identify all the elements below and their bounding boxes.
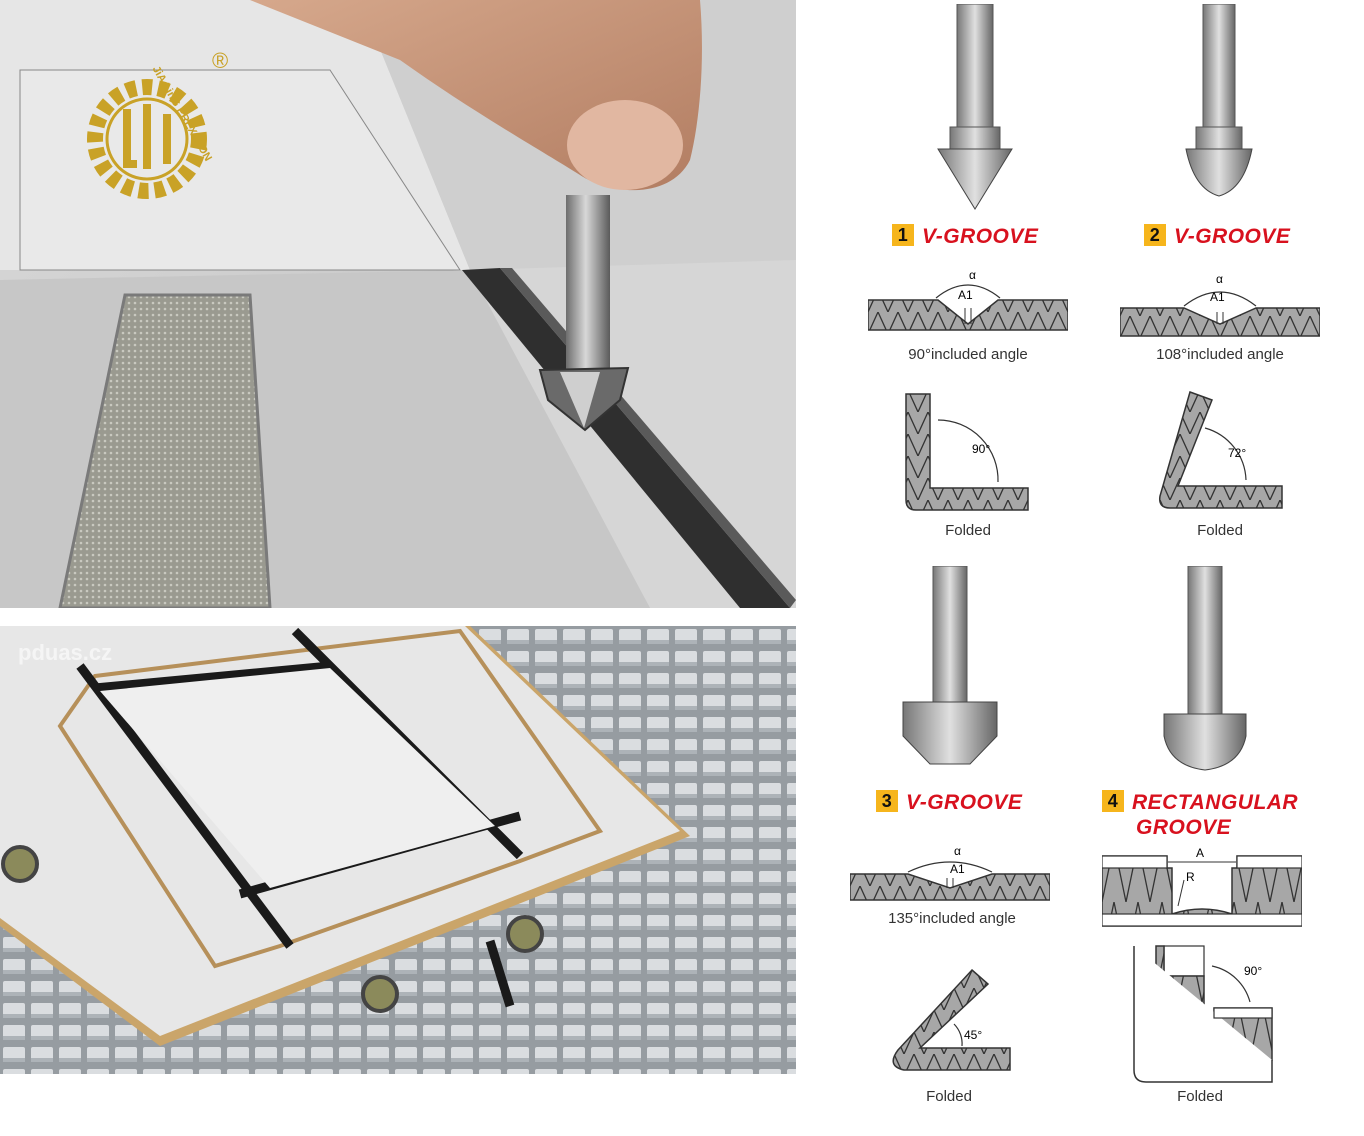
bit-2-title: 2 V-GROOVE — [1144, 224, 1290, 249]
bit-3-fold-caption: Folded — [926, 1088, 972, 1105]
bit-1-label: V-GROOVE — [922, 225, 1039, 248]
bit-2-a1: A1 — [1210, 290, 1225, 304]
bit-4-groove-section: A R — [1102, 844, 1302, 930]
bit-3-fold-angle: 45° — [964, 1028, 983, 1042]
bit-2-fold-caption: Folded — [1197, 522, 1243, 539]
bit-1-fold-angle: 90° — [972, 442, 991, 456]
watermark-text: pduas.cz — [18, 640, 113, 665]
bit-3-a1: A1 — [950, 862, 965, 876]
bit-4-fold-caption: Folded — [1177, 1088, 1223, 1105]
bit-2-fold-section: 72° — [1150, 390, 1290, 516]
bit-4-fold-angle: 90° — [1244, 964, 1263, 978]
bit-4-title-line2: GROOVE — [1136, 816, 1232, 839]
gear-logo-icon — [87, 79, 207, 199]
bit-4-cutter-icon — [1160, 566, 1250, 772]
photo-hand-router-bit: ® JiA LinG PREXISION — [0, 0, 796, 608]
bit-1-angle-caption: 90°included angle — [908, 346, 1028, 363]
bit-3-alpha: α — [954, 844, 961, 858]
bit-4-label-line1: RECTANGULAR — [1132, 791, 1299, 814]
photo-grooved-panel: pduas.cz — [0, 626, 796, 1074]
bit-1-alpha: α — [969, 268, 976, 282]
bit-1-fold-section: 90° — [898, 390, 1038, 516]
bit-4-title: 4 RECTANGULAR — [1102, 790, 1298, 815]
bit-2-angle-caption: 108°included angle — [1156, 346, 1284, 363]
bit-4-number-badge: 4 — [1102, 790, 1124, 812]
bit-2-label: V-GROOVE — [1174, 225, 1291, 248]
bit-3-angle-caption: 135°included angle — [888, 910, 1016, 927]
bit-2-fold-angle: 72° — [1228, 446, 1247, 460]
bit-4-dim-a: A — [1196, 846, 1205, 860]
brand-logo: ® JiA LinG PREXISION — [72, 44, 242, 214]
bit-4-fold-section: 90° — [1130, 944, 1276, 1084]
bit-1-cutter-icon — [930, 4, 1020, 214]
bit-3-label: V-GROOVE — [906, 791, 1023, 814]
bit-1-groove-section: α A1 — [868, 268, 1068, 338]
bit-1-fold-caption: Folded — [945, 522, 991, 539]
bit-3-fold-section: 45° — [884, 966, 1014, 1076]
bit-3-groove-section: α A1 — [850, 842, 1050, 906]
registered-mark: ® — [212, 48, 229, 73]
bit-2-cutter-icon — [1184, 4, 1254, 200]
bit-2-number-badge: 2 — [1144, 224, 1166, 246]
bit-4-dim-r: R — [1186, 870, 1195, 884]
bit-1-a1: A1 — [958, 288, 973, 302]
bit-1-number-badge: 1 — [892, 224, 914, 246]
bit-2-alpha: α — [1216, 272, 1223, 286]
bit-3-cutter-icon — [900, 566, 1000, 770]
bit-2-groove-section: α A1 — [1120, 272, 1320, 342]
bit-3-title: 3 V-GROOVE — [876, 790, 1022, 815]
bit-1-title: 1 V-GROOVE — [892, 224, 1038, 249]
bit-3-number-badge: 3 — [876, 790, 898, 812]
